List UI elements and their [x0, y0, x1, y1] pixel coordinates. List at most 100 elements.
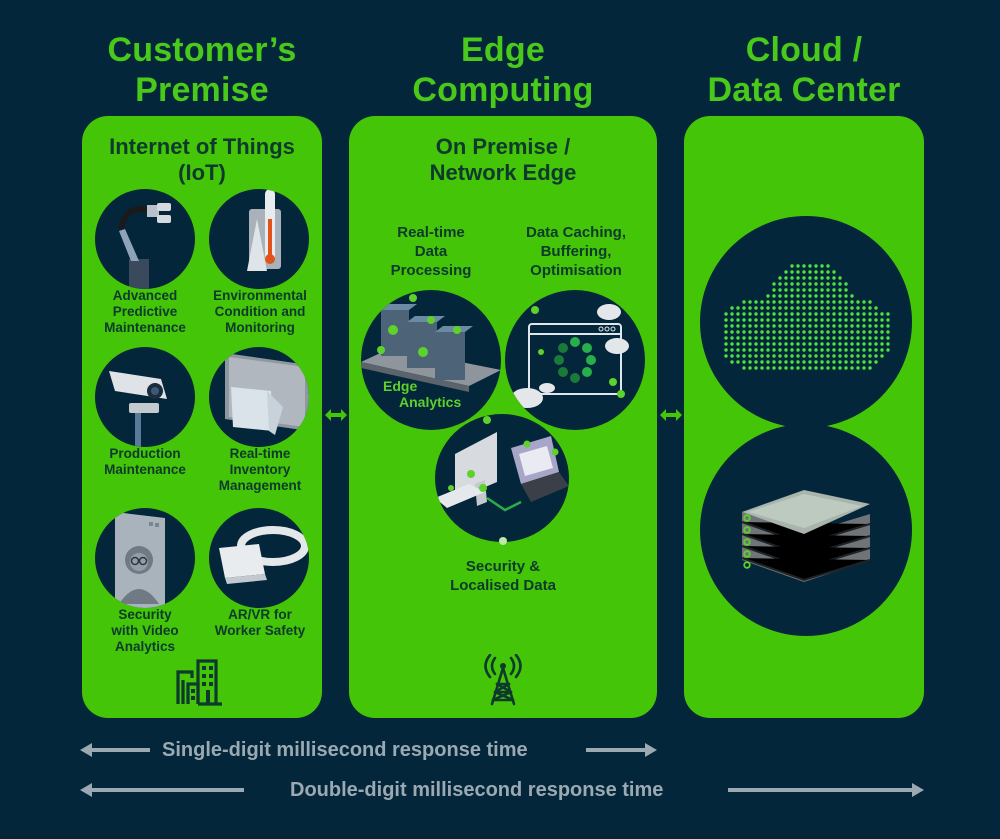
cloud-dot: [856, 324, 860, 328]
cloud-dot: [808, 342, 812, 346]
cloud-dot: [838, 318, 842, 322]
security-camera-icon: [95, 347, 195, 447]
cloud-dot: [808, 288, 812, 292]
overlay-line: Edge: [383, 378, 418, 394]
label-line: Management: [218, 478, 302, 493]
cloud-dot: [790, 324, 794, 328]
cloud-dot: [856, 354, 860, 358]
cloud-dot: [808, 336, 812, 340]
cloud-dot: [886, 342, 890, 346]
cloud-dot: [796, 300, 800, 304]
cloud-dot: [808, 348, 812, 352]
label-line: Predictive: [112, 304, 178, 319]
cloud-dot: [880, 354, 884, 358]
cloud-dot: [754, 342, 758, 346]
cloud-dot: [796, 294, 800, 298]
cloud-dot: [742, 354, 746, 358]
cloud-dot: [880, 348, 884, 352]
cloud-dot: [790, 288, 794, 292]
cell-tower-icon: [481, 654, 525, 706]
cloud-dot: [748, 318, 752, 322]
cloud-dot: [808, 300, 812, 304]
cloud-dot: [844, 366, 848, 370]
cloud-dot: [730, 330, 734, 334]
heading-line: On Premise /: [435, 134, 571, 159]
single-digit-label: Single-digit millisecond response time: [162, 739, 528, 761]
cloud-dot: [826, 330, 830, 334]
cloud-dot: [754, 354, 758, 358]
cloud-dot: [760, 342, 764, 346]
cloud-dot: [850, 348, 854, 352]
cloud-dot: [832, 312, 836, 316]
vr-headset-icon: [209, 508, 309, 608]
cloud-dot: [730, 360, 734, 364]
loading-window-clouds-icon: [505, 290, 645, 430]
cloud-dot: [754, 360, 758, 364]
cloud-dot: [850, 324, 854, 328]
cloud-dot: [808, 330, 812, 334]
cloud-dot: [814, 360, 818, 364]
label-line: Production: [109, 446, 181, 461]
server-racks-icon: Edge Analytics: [361, 290, 501, 430]
cloud-dot: [880, 336, 884, 340]
cloud-dot: [724, 348, 728, 352]
cloud-dot: [802, 294, 806, 298]
cloud-dot: [778, 336, 782, 340]
cloud-dot: [868, 366, 872, 370]
cloud-dot: [760, 366, 764, 370]
cloud-dot: [784, 312, 788, 316]
robotic-arm-icon: [95, 189, 195, 289]
cloud-dot: [784, 348, 788, 352]
cloud-dot: [748, 300, 752, 304]
cloud-dot: [796, 264, 800, 268]
cloud-dot: [820, 306, 824, 310]
cloud-dot: [760, 300, 764, 304]
cloud-dot: [826, 270, 830, 274]
cloud-dot: [856, 330, 860, 334]
item-label: Security with Video Analytics: [82, 607, 208, 655]
cloud-dot: [736, 306, 740, 310]
dotted-cloud-icon: [700, 216, 912, 428]
cloud-dot: [880, 312, 884, 316]
cloud-dot: [730, 354, 734, 358]
cloud-dot: [742, 366, 746, 370]
cloud-dot: [820, 348, 824, 352]
cloud-dot: [832, 342, 836, 346]
label-line: Advanced: [112, 288, 178, 303]
label-line: Buffering,: [540, 243, 612, 260]
cloud-dot: [826, 354, 830, 358]
cloud-dot: [760, 306, 764, 310]
cloud-dot: [850, 342, 854, 346]
cloud-dot: [820, 276, 824, 280]
cloud-dot: [754, 336, 758, 340]
cloud-dot: [838, 360, 842, 364]
cloud-dot: [742, 312, 746, 316]
cloud-data-center-title: Cloud / Data Center: [684, 30, 924, 110]
edge-analytics-overlay: Edge Analytics: [383, 378, 461, 410]
cloud-dot: [856, 342, 860, 346]
cloud-dot: [874, 324, 878, 328]
cloud-dot: [838, 288, 842, 292]
cloud-dot: [838, 294, 842, 298]
cloud-dot: [730, 324, 734, 328]
cloud-dot: [844, 306, 848, 310]
cloud-dot: [850, 300, 854, 304]
label-line: Inventory: [229, 462, 291, 477]
cloud-dot: [766, 354, 770, 358]
cloud-dot: [814, 324, 818, 328]
cloud-dot: [874, 330, 878, 334]
cloud-dot: [838, 348, 842, 352]
cloud-dot: [886, 324, 890, 328]
cloud-dot: [766, 366, 770, 370]
cloud-dot: [748, 348, 752, 352]
title-line: Cloud /: [745, 31, 863, 69]
cloud-dot: [766, 294, 770, 298]
cloud-dot: [784, 324, 788, 328]
bidirectional-arrow-icon: [325, 409, 347, 421]
cloud-dot: [760, 354, 764, 358]
cloud-dot: [808, 282, 812, 286]
cloud-dot: [796, 342, 800, 346]
cloud-dot: [832, 348, 836, 352]
cloud-dot: [790, 264, 794, 268]
item-label: Real-time Inventory Management: [198, 446, 322, 494]
